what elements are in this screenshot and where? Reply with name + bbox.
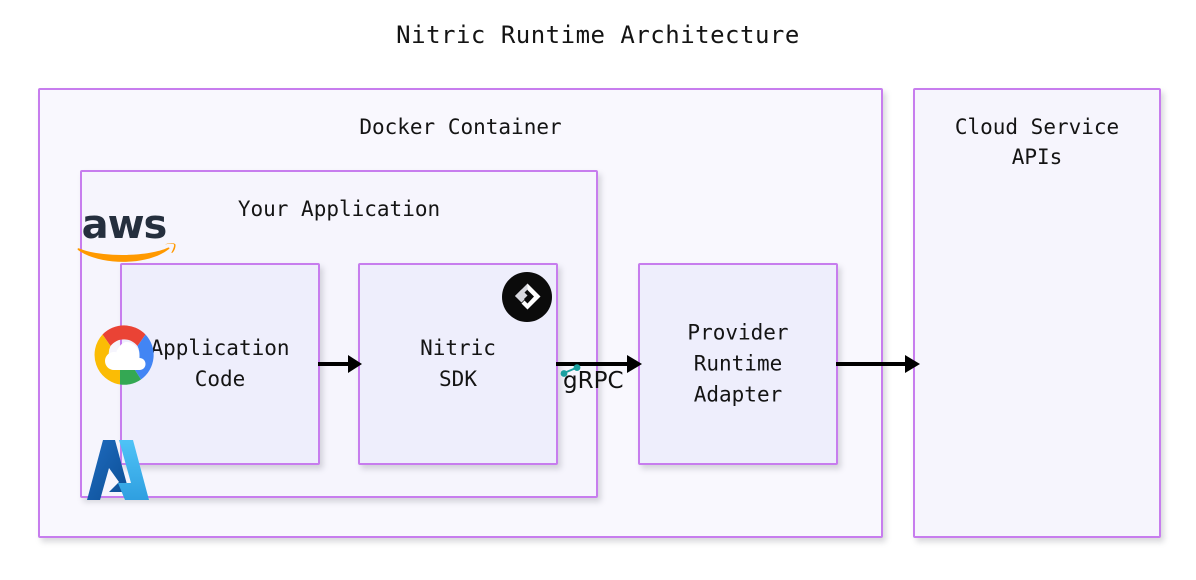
azure-logo-icon	[0, 425, 248, 521]
provider-runtime-adapter-label: Provider Runtime Adapter	[687, 320, 789, 407]
cloud-service-apis-box: Cloud Service APIs	[913, 88, 1161, 538]
grpc-logo-icon	[560, 363, 582, 377]
aws-logo-icon: aws	[0, 190, 248, 280]
arrow-adapter-to-cloud	[836, 351, 920, 377]
grpc-edge-label: gRPC	[563, 368, 624, 394]
svg-text:aws: aws	[82, 204, 167, 248]
page-title: Nitric Runtime Architecture	[396, 21, 800, 49]
nitric-sdk-label: Nitric SDK	[420, 336, 496, 391]
google-cloud-logo-icon	[0, 305, 248, 401]
application-code-box: Application Code	[120, 263, 320, 465]
your-application-label: Your Application	[237, 197, 441, 221]
application-code-label: Application Code	[150, 336, 290, 391]
arrow-code-to-sdk	[318, 351, 362, 377]
nitric-logo-icon	[502, 272, 552, 322]
docker-container-label: Docker Container	[359, 115, 562, 139]
arrow-sdk-to-adapter	[556, 351, 642, 377]
cloud-service-apis-label: Cloud Service APIs	[954, 115, 1120, 169]
provider-runtime-adapter-box: Provider Runtime Adapter	[638, 263, 838, 465]
